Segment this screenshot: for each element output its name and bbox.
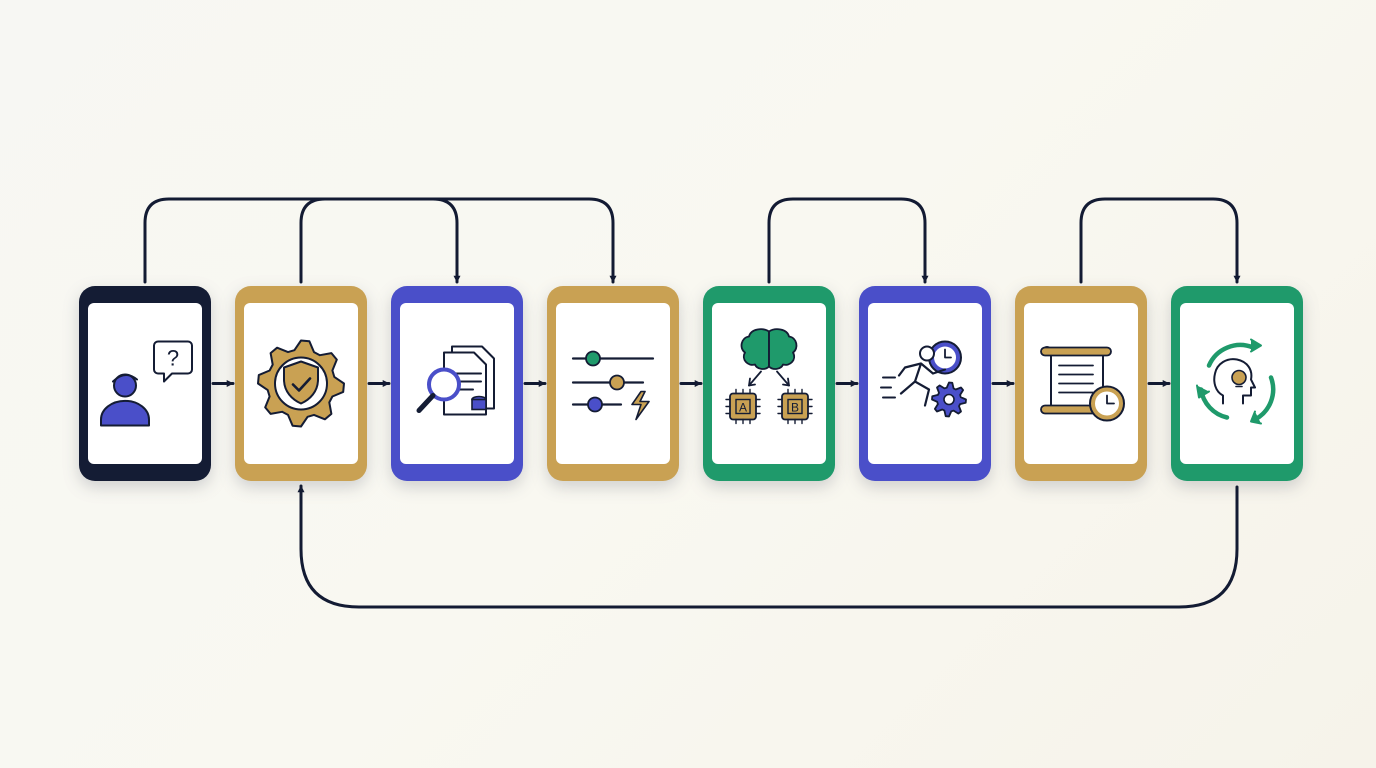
node-frame [79, 286, 211, 481]
connector-feedback-7-1 [297, 484, 1239, 609]
node-document-search [391, 286, 523, 481]
node-user-query: ? [79, 286, 211, 481]
node-fast-execution [859, 286, 991, 481]
shield-gear-icon [257, 339, 345, 428]
head-lightbulb-cycle-icon [1196, 338, 1276, 425]
scroll-clock-icon [1040, 346, 1125, 422]
connectors [143, 197, 1241, 609]
user-question-icon: ? [100, 340, 193, 427]
node-parameter-tuning [547, 286, 679, 481]
node-learning-loop [1171, 286, 1303, 481]
node-frame [859, 286, 991, 481]
runner-clock-gear-icon [880, 340, 967, 418]
chip-label-a: A [739, 401, 747, 415]
connector-skip-0-3 [143, 197, 617, 284]
node-log-history [1015, 286, 1147, 481]
svg-text:?: ? [167, 346, 179, 371]
node-frame [703, 286, 835, 481]
chip-label-b: B [791, 401, 799, 415]
sliders-bolt-icon [571, 350, 655, 421]
connector-skip-1-2 [299, 197, 461, 284]
node-security-check [235, 286, 367, 481]
document-search-icon [416, 345, 495, 416]
connector-skip-6-7 [1079, 197, 1241, 284]
connector-skip-4-5 [767, 197, 929, 284]
